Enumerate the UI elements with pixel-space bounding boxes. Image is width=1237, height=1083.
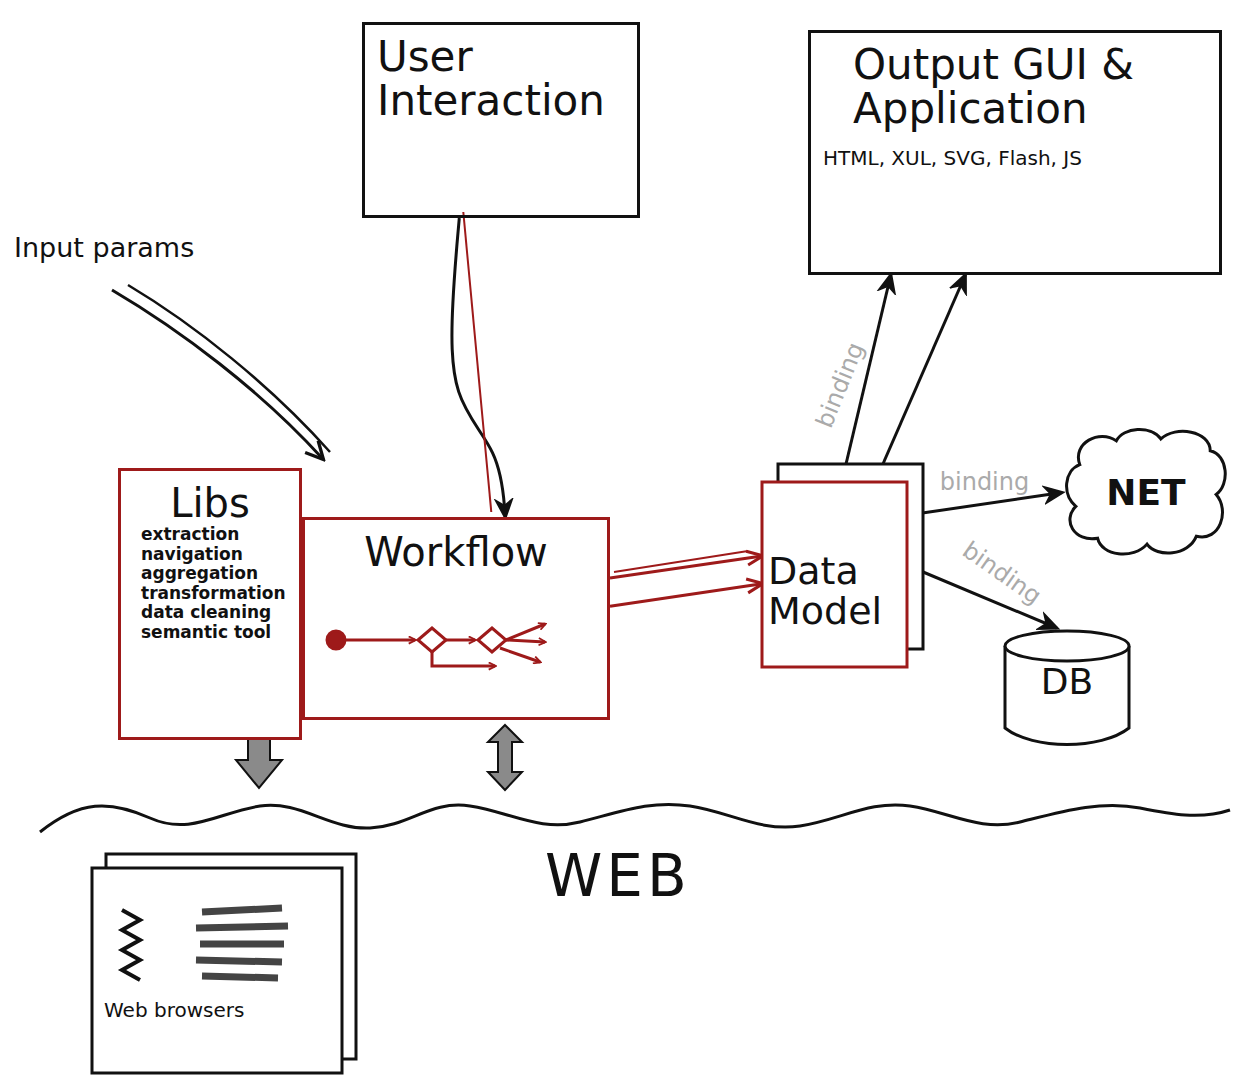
web-browsers-page: Web browsers	[92, 868, 342, 1073]
connector-arrow	[907, 493, 1062, 516]
connector-sketch-stroke	[463, 212, 491, 512]
box-title: Data Model	[768, 552, 901, 632]
connector-arrow	[875, 275, 965, 482]
web-label: WEB	[545, 842, 691, 910]
box-title: Libs	[170, 481, 250, 525]
libs-box: Libsextraction navigation aggregation tr…	[118, 468, 302, 740]
connector-path	[907, 493, 1062, 516]
box-title: Output GUI & Application	[853, 43, 1193, 131]
connector-path	[610, 584, 762, 607]
libs-web-arrow	[236, 738, 282, 788]
feature-list: extraction navigation aggregation transf…	[141, 525, 279, 642]
db-cylinder: DB	[1003, 628, 1131, 746]
db-label: DB	[1041, 662, 1093, 702]
connector-path	[875, 275, 965, 482]
output-gui-box: Output GUI & ApplicationHTML, XUL, SVG, …	[808, 30, 1222, 275]
binding-label: binding	[811, 338, 870, 431]
format-list: HTML, XUL, SVG, Flash, JS	[823, 145, 1082, 171]
connector-sketch-stroke	[614, 551, 748, 572]
binding-label: binding	[940, 468, 1029, 496]
box-title: Workflow	[364, 530, 548, 574]
workflow-icon	[327, 624, 545, 666]
binding-label: binding	[957, 535, 1046, 609]
input-arrow	[112, 290, 322, 458]
page-caption: Web browsers	[104, 998, 244, 1022]
connector-path	[610, 556, 762, 578]
net-cloud: NET	[1062, 425, 1230, 560]
connector-arrow	[463, 212, 762, 578]
workflow-web-arrow	[488, 725, 522, 790]
connector-arrow	[610, 551, 762, 606]
cloud-label: NET	[1106, 473, 1185, 513]
input-arrow-stroke	[128, 285, 330, 452]
user-interaction-box: User Interaction	[362, 22, 640, 218]
web-wave	[40, 804, 1230, 832]
workflow-box: Workflow	[302, 517, 610, 720]
data-model-page: Data Model	[762, 482, 907, 667]
page-outline	[92, 868, 342, 1073]
box-title: User Interaction	[377, 35, 625, 123]
input-label: Input params	[14, 232, 194, 263]
